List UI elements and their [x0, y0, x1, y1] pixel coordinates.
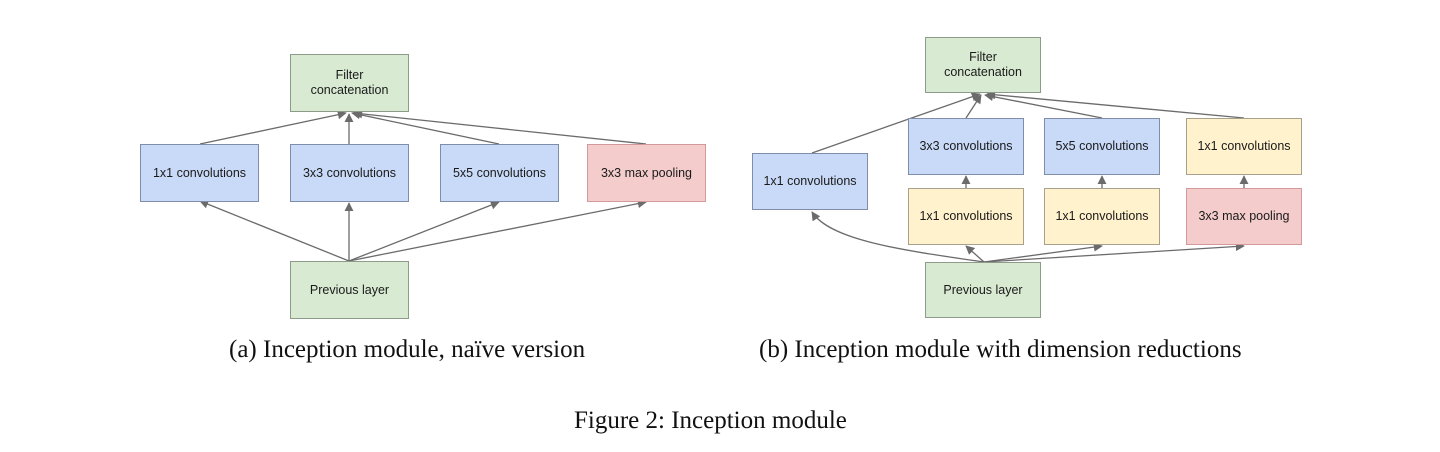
edge-b-prev-to-reduce3 [965, 245, 985, 263]
a-3x3-convolutions: 3x3 convolutions [290, 144, 409, 202]
a-filter-concatenation: Filter concatenation [290, 54, 409, 112]
b-1x1-reduction-3x3: 1x1 convolutions [908, 188, 1024, 245]
edge-b-1x1-direct-to-concat [811, 92, 981, 154]
b-1x1-convolutions-after-pool: 1x1 convolutions [1186, 118, 1302, 175]
edge-b-prev-to-reduce5 [983, 242, 1103, 263]
edge-a-prev-to-pool [348, 199, 647, 262]
b-3x3-convolutions: 3x3 convolutions [908, 118, 1024, 175]
a-previous-layer: Previous layer [290, 261, 409, 319]
b-5x5-convolutions: 5x5 convolutions [1044, 118, 1160, 175]
diagram-b-edges [811, 90, 1249, 263]
a-5x5-convolutions: 5x5 convolutions [440, 144, 559, 202]
edge-b-1x1-pool-to-concat [986, 90, 1245, 119]
b-filter-concatenation: Filter concatenation [925, 37, 1041, 93]
edge-b-prev-to-pool [983, 241, 1245, 263]
b-3x3-max-pooling: 3x3 max pooling [1186, 188, 1302, 245]
edge-b-prev-to-1x1-direct [811, 211, 985, 263]
b-1x1-convolutions-direct: 1x1 convolutions [752, 153, 868, 210]
edge-a-prev-to-1x1 [199, 199, 350, 262]
edge-a-1x1-to-concat [199, 110, 347, 145]
caption-b: (b) Inception module with dimension redu… [759, 336, 1242, 363]
figure-caption: Figure 2: Inception module [574, 407, 847, 434]
edge-a-prev-to-5x5 [348, 200, 500, 262]
edge-a-5x5-to-concat [351, 110, 500, 145]
edge-b-3x3-to-concat [965, 94, 982, 119]
caption-a: (a) Inception module, naïve version [229, 336, 586, 363]
a-3x3-max-pooling: 3x3 max pooling [587, 144, 706, 202]
b-previous-layer: Previous layer [925, 262, 1041, 318]
edge-a-pool-to-concat [353, 109, 647, 145]
b-1x1-reduction-5x5: 1x1 convolutions [1044, 188, 1160, 245]
a-1x1-convolutions: 1x1 convolutions [140, 144, 259, 202]
diagram-a-edges [199, 109, 647, 262]
edge-b-5x5-to-concat [984, 92, 1103, 119]
